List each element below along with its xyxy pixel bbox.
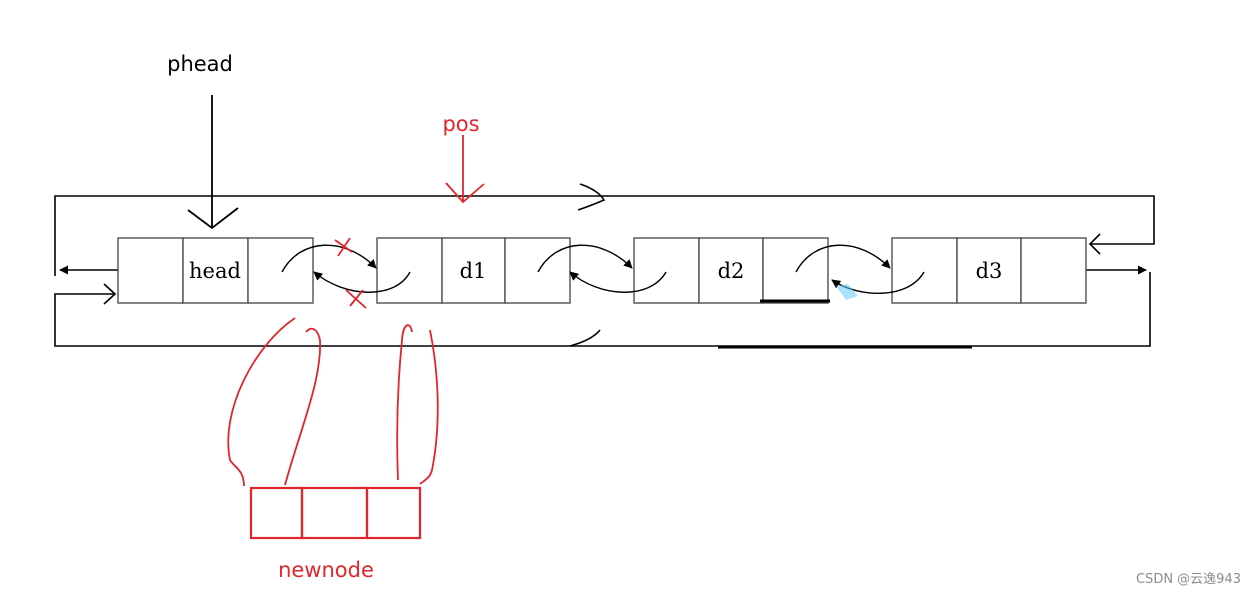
newnode-link-3 — [396, 324, 413, 481]
node-d3-next — [1020, 237, 1087, 304]
newnode-next — [365, 486, 422, 540]
d1-next-link — [537, 244, 633, 273]
d1-prev-link — [313, 271, 411, 293]
circular-links — [54, 183, 1155, 349]
newnode-data — [300, 486, 369, 540]
node-d1-next — [504, 237, 571, 304]
node-head-label: head — [189, 259, 241, 283]
node-d1-data — [441, 237, 506, 304]
node-d2-next — [762, 237, 829, 304]
phead-pointer — [187, 95, 239, 230]
red-annotations — [227, 135, 485, 540]
d2-prev-link — [569, 271, 667, 293]
top-loop-entry-arrow — [1088, 233, 1101, 255]
nodes — [117, 237, 1087, 304]
node-d1-label: d1 — [460, 259, 487, 283]
node-labels: head d1 d2 d3 — [189, 259, 1002, 283]
highlight-mark — [836, 284, 858, 300]
cross-mark-top — [334, 237, 353, 257]
node-head-next — [247, 237, 314, 304]
bottom-loop-line — [54, 272, 1151, 347]
node-head — [117, 237, 314, 304]
node-d2 — [633, 237, 829, 304]
node-d3-data — [956, 237, 1022, 304]
newnode-prev — [249, 486, 304, 540]
watermark: CSDN @云逸943 — [1135, 572, 1241, 587]
d3-prev-link — [831, 271, 925, 295]
bottom-loop-chevron — [569, 329, 601, 347]
node-d1-prev — [376, 237, 443, 304]
d2-next-link — [795, 244, 891, 273]
node-d1 — [376, 237, 571, 304]
node-head-prev — [117, 237, 184, 304]
newnode-link-2 — [284, 327, 321, 486]
newnode-label: newnode — [278, 558, 374, 582]
newnode-link-1 — [227, 317, 296, 487]
phead-label: phead — [167, 52, 233, 76]
node-head-data — [182, 237, 249, 304]
newnode-link-4 — [419, 329, 439, 485]
top-loop-chevron — [577, 183, 606, 211]
node-d3-prev — [891, 237, 958, 304]
node-d3 — [891, 237, 1087, 304]
node-d2-prev — [633, 237, 700, 304]
cross-mark-bottom — [345, 289, 367, 309]
bottom-loop-entry-arrow — [103, 283, 117, 305]
top-loop-line — [54, 195, 1155, 276]
node-d2-data — [698, 237, 764, 304]
node-d3-label: d3 — [976, 259, 1003, 283]
inter-node-links — [281, 244, 925, 295]
head-next-link — [281, 244, 377, 273]
phead-arrow-head — [187, 207, 239, 230]
pos-label: pos — [442, 112, 479, 136]
node-d2-label: d2 — [718, 259, 745, 283]
pos-arrow-head — [445, 182, 485, 204]
